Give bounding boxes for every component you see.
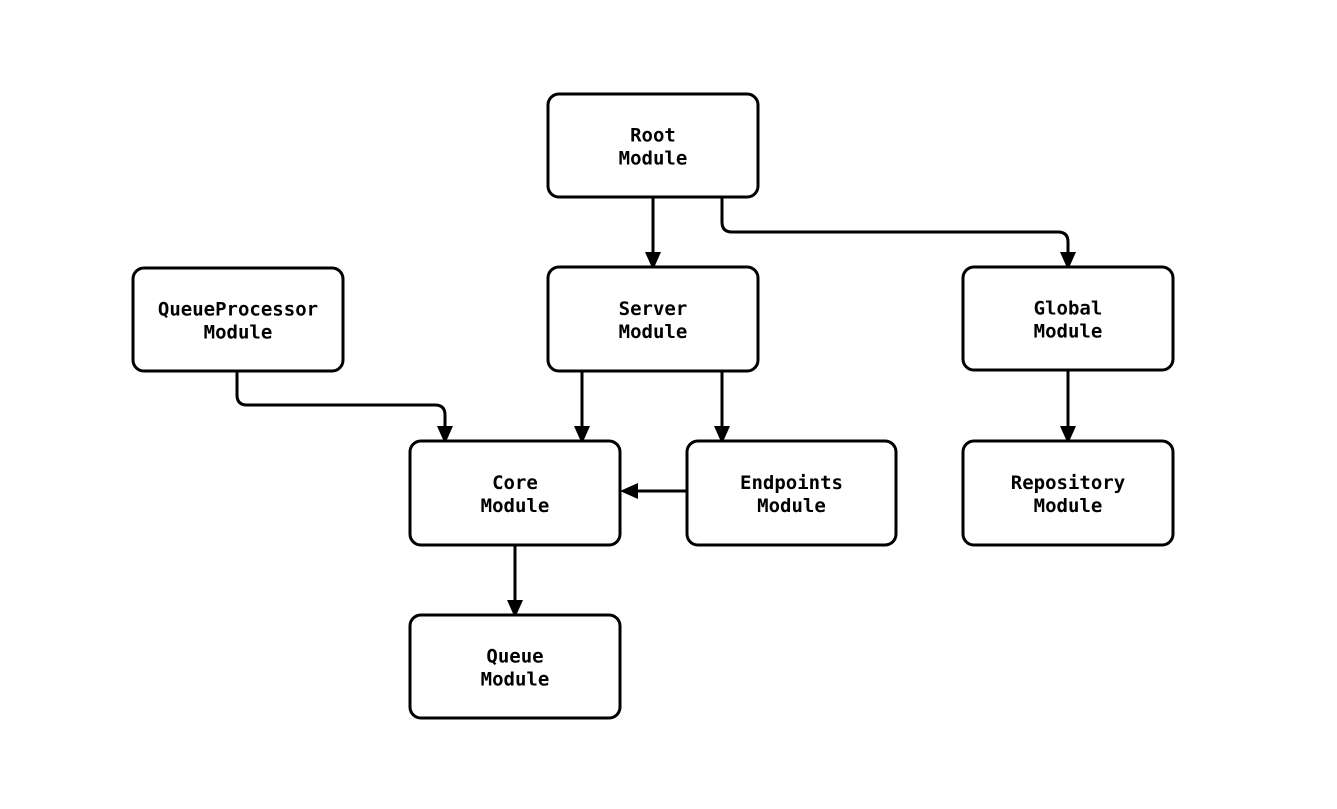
node-box-global[interactable] xyxy=(961,265,1175,372)
node-label-line1: Server xyxy=(619,298,688,320)
node-label-line1: Queue xyxy=(486,645,543,667)
edge-line xyxy=(235,371,447,432)
arrowhead-icon xyxy=(1060,252,1076,270)
arrowhead-icon xyxy=(574,426,590,444)
node-box-server[interactable] xyxy=(546,265,760,373)
node-label-line1: Repository xyxy=(1011,472,1125,494)
edges-layer xyxy=(235,197,1076,618)
edge-line xyxy=(720,197,1070,258)
node-label-line1: Global xyxy=(1034,297,1103,319)
node-label-line1: Core xyxy=(492,472,538,494)
node-label-line2: Module xyxy=(619,147,688,169)
edge-server-to-core xyxy=(574,371,590,444)
edge-global-to-repository xyxy=(1060,370,1076,444)
node-label-line2: Module xyxy=(1034,495,1103,517)
edge-endpoints-to-core xyxy=(620,483,687,499)
edge-root-to-server xyxy=(645,197,661,270)
arrowhead-icon xyxy=(1060,426,1076,444)
edge-core-to-queue xyxy=(507,545,523,618)
node-label-line1: Root xyxy=(630,124,676,146)
node-label-line2: Module xyxy=(619,321,688,343)
node-label-line1: Endpoints xyxy=(740,472,843,494)
arrowhead-icon xyxy=(645,252,661,270)
node-label-line2: Module xyxy=(204,321,273,343)
node-box-queueprocessor[interactable] xyxy=(131,266,345,373)
node-label-line1: QueueProcessor xyxy=(158,298,318,320)
arrowhead-icon xyxy=(714,426,730,444)
arrowhead-icon xyxy=(437,426,453,444)
node-label-line2: Module xyxy=(481,495,550,517)
edge-queueprocessor-to-core xyxy=(235,371,453,444)
node-label-line2: Module xyxy=(757,495,826,517)
node-box-repository[interactable] xyxy=(961,439,1175,547)
node-box-core[interactable] xyxy=(408,439,622,547)
arrowhead-icon xyxy=(507,600,523,618)
node-box-root[interactable] xyxy=(546,92,760,199)
node-box-endpoints[interactable] xyxy=(685,439,898,547)
arrowhead-icon xyxy=(620,483,638,499)
node-label-line2: Module xyxy=(1034,320,1103,342)
node-label-line2: Module xyxy=(481,668,550,690)
edge-server-to-endpoints xyxy=(714,371,730,444)
node-box-queue[interactable] xyxy=(408,613,622,720)
edge-root-to-global xyxy=(720,197,1076,270)
